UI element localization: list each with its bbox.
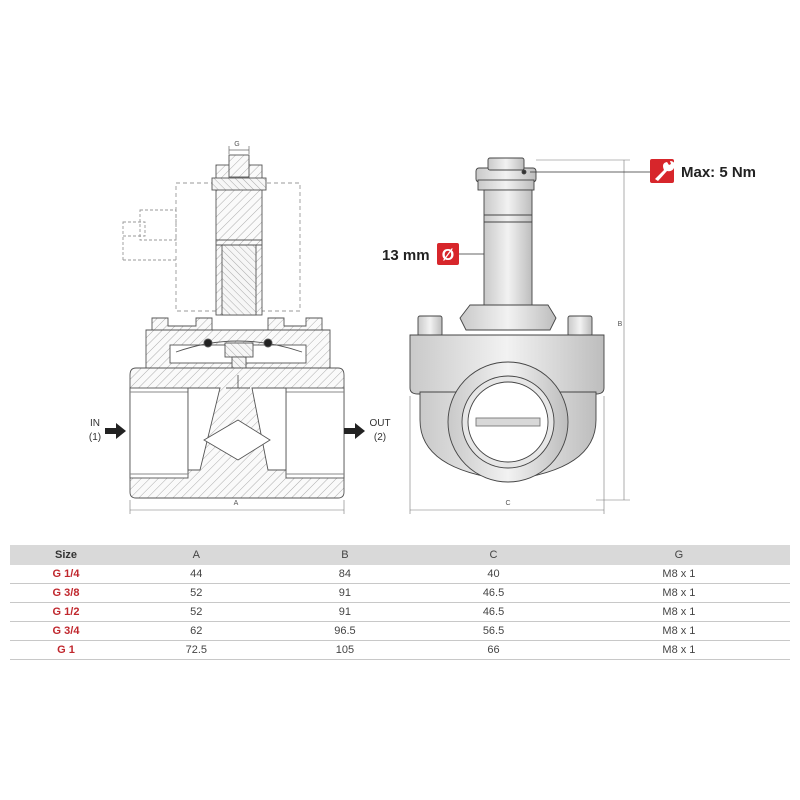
dimensions-table: Size A B C G G 1/4 44 84 40 M8 x 1 G 3/8… (10, 545, 790, 660)
table-row: G 1 72.5 105 66 M8 x 1 (10, 640, 790, 660)
dim-B-label: B (618, 321, 623, 328)
table-row: G 1/2 52 91 46.5 M8 x 1 (10, 602, 790, 622)
outlet-label: OUT (369, 418, 390, 429)
exterior-view (409, 157, 605, 483)
cell-size: G 1 (10, 640, 122, 660)
cell-C: 46.5 (419, 583, 568, 603)
cell-B: 105 (270, 640, 420, 660)
cell-A: 44 (122, 565, 271, 584)
dimension-A: A (129, 500, 345, 514)
cell-A: 52 (122, 583, 271, 603)
header-size: Size (10, 545, 122, 565)
cell-size: G 1/4 (10, 565, 122, 584)
cell-size: G 3/4 (10, 621, 122, 641)
diameter-icon (437, 243, 459, 265)
torque-callout: Max: 5 Nm (530, 159, 756, 183)
arrow-right-icon (344, 423, 365, 439)
cell-G: M8 x 1 (567, 583, 790, 603)
diameter-symbol: Ø (442, 247, 454, 264)
cell-G: M8 x 1 (567, 621, 790, 641)
table-header-row: Size A B C G (10, 545, 790, 565)
inlet-indicator: IN (1) (89, 418, 126, 443)
inlet-label: IN (90, 418, 100, 429)
valve-technical-drawing: G A IN (1) OUT (2) (89, 141, 756, 514)
cell-B: 96.5 (270, 621, 420, 641)
dimension-B: B (536, 159, 630, 501)
cell-C: 66 (419, 640, 568, 660)
outlet-indicator: OUT (2) (344, 418, 391, 443)
diameter-callout: 13 mm Ø (382, 243, 484, 265)
cell-size: G 1/2 (10, 602, 122, 622)
cell-A: 62 (122, 621, 271, 641)
cell-C: 56.5 (419, 621, 568, 641)
cell-G: M8 x 1 (567, 640, 790, 660)
cell-C: 40 (419, 565, 568, 584)
table-row: G 1/4 44 84 40 M8 x 1 (10, 565, 790, 584)
header-B: B (270, 545, 420, 565)
wrench-glyph (655, 161, 675, 181)
cell-B: 91 (270, 583, 420, 603)
cell-A: 72.5 (122, 640, 271, 660)
cell-C: 46.5 (419, 602, 568, 622)
dim-G-label: G (234, 141, 239, 148)
cell-size: G 3/8 (10, 583, 122, 603)
header-A: A (122, 545, 271, 565)
dim-C-label: C (505, 500, 510, 507)
torque-text: Max: 5 Nm (681, 164, 756, 181)
cell-B: 91 (270, 602, 420, 622)
header-C: C (419, 545, 568, 565)
table-row: G 3/8 52 91 46.5 M8 x 1 (10, 583, 790, 603)
cell-G: M8 x 1 (567, 602, 790, 622)
cell-A: 52 (122, 602, 271, 622)
cell-G: M8 x 1 (567, 565, 790, 584)
inlet-port-label: (1) (89, 432, 101, 443)
dimension-C: C (409, 396, 605, 514)
table-row: G 3/4 62 96.5 56.5 M8 x 1 (10, 621, 790, 641)
arrow-right-icon (105, 423, 126, 439)
header-G: G (567, 545, 790, 565)
dimension-G: G (228, 141, 250, 154)
dim-A-label: A (234, 500, 239, 507)
cell-B: 84 (270, 565, 420, 584)
diameter-text: 13 mm (382, 247, 430, 264)
section-view (122, 154, 345, 499)
outlet-port-label: (2) (374, 432, 386, 443)
